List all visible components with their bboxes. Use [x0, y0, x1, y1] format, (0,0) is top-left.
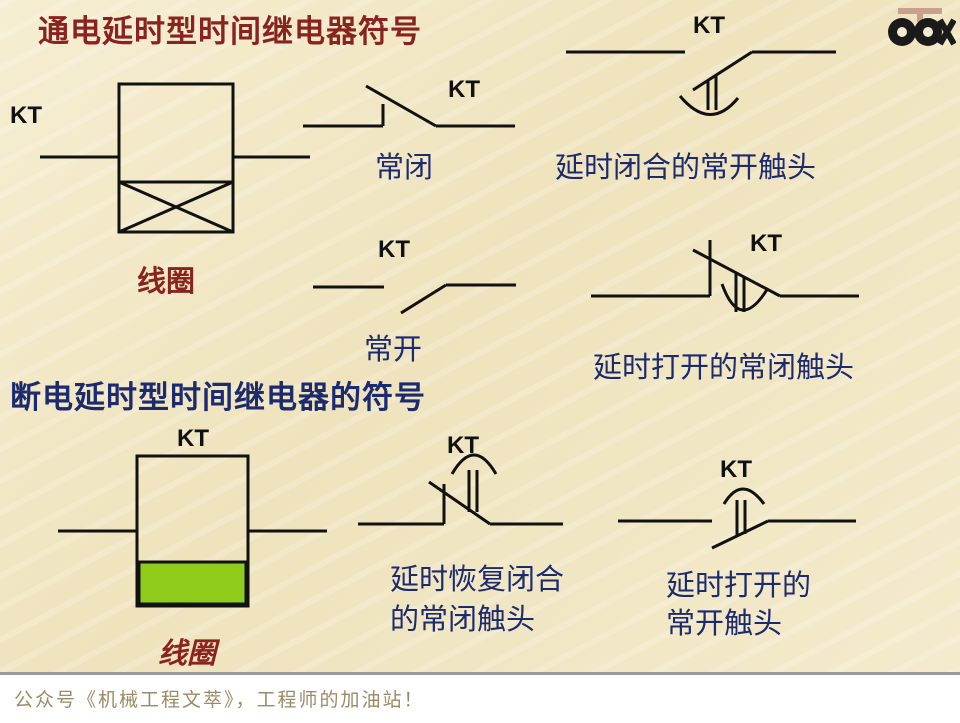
heading-on-delay: 通电延时型时间继电器符号 [38, 14, 422, 50]
delay-close-no-kt-label: KT [693, 12, 725, 39]
relay-symbol-diagram [40, 50, 859, 608]
off-delay-coil-symbol [58, 454, 327, 608]
off-no-kt-label: KT [720, 456, 752, 483]
delay-close-no-caption: 延时闭合的常开触头 [555, 150, 817, 184]
heading-off-delay: 断电延时型时间继电器的符号 [10, 380, 426, 416]
off-coil-caption: 线圈 [158, 636, 217, 670]
off-nc-caption-line1: 延时恢复闭合 [390, 562, 565, 596]
on-coil-kt-label: KT [10, 102, 42, 129]
off-delay-nc-contact-symbol [358, 453, 563, 526]
off-no-caption-line2: 常开触头 [666, 606, 783, 640]
no-contact-symbol [313, 283, 516, 315]
on-coil-caption: 线圈 [137, 264, 196, 298]
footer-bar: 公众号《机械工程文萃》，工程师的加油站！ [0, 672, 960, 723]
off-nc-kt-label: KT [447, 432, 479, 459]
no-contact-kt-label: KT [378, 236, 410, 263]
off-delay-coil-fill [137, 560, 248, 606]
no-contact-caption: 常开 [364, 332, 423, 366]
delay-open-nc-contact-symbol [591, 240, 859, 312]
gear-cross-logo-icon [888, 8, 956, 46]
footer-text: 公众号《机械工程文萃》，工程师的加油站！ [14, 689, 425, 711]
delay-close-no-contact-symbol [566, 50, 836, 116]
off-nc-caption-line2: 的常闭触头 [390, 602, 536, 636]
on-delay-coil-symbol [40, 82, 310, 234]
delay-open-nc-caption: 延时打开的常闭触头 [593, 350, 855, 384]
off-delay-no-contact-symbol [618, 487, 856, 550]
delay-open-nc-kt-label: KT [750, 230, 782, 257]
nc-contact-caption: 常闭 [375, 150, 434, 184]
nc-contact-kt-label: KT [448, 76, 480, 103]
nc-contact-symbol [303, 84, 515, 128]
off-no-caption-line1: 延时打开的 [666, 568, 812, 602]
off-coil-kt-label: KT [177, 425, 209, 452]
